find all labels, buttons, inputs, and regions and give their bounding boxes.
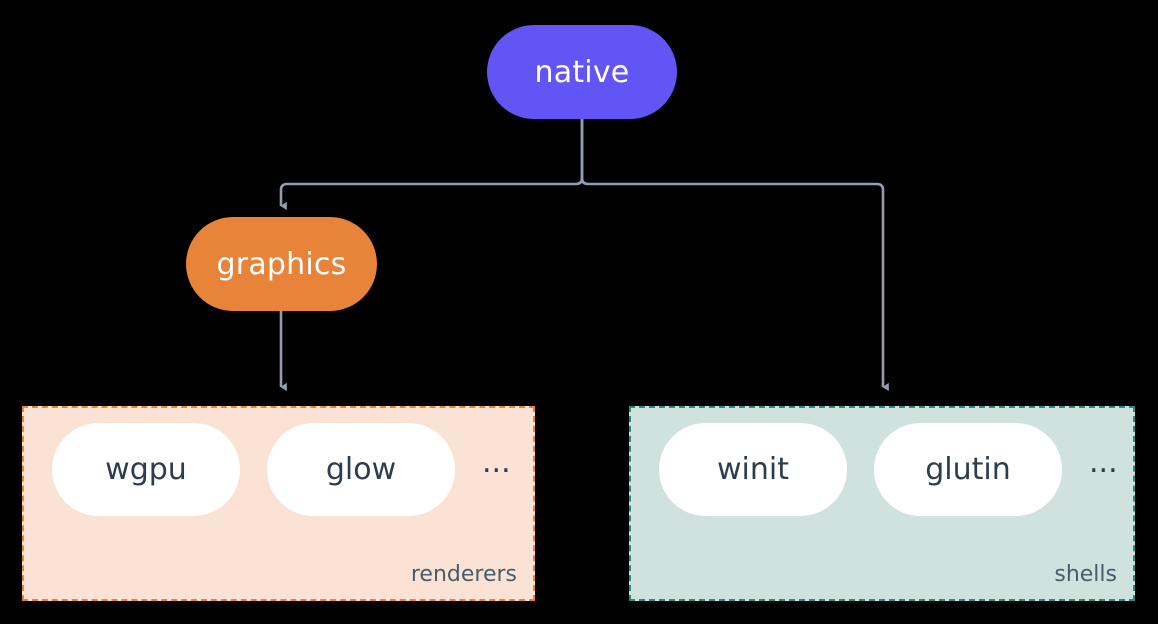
group-shells-caption: shells	[1054, 562, 1117, 587]
group-shells: winit glutin ... shells	[629, 406, 1135, 601]
shells-overflow-ellipsis: ...	[1089, 445, 1118, 480]
leaf-pill-wgpu[interactable]: wgpu	[52, 422, 240, 516]
edge-native-to-graphics	[279, 119, 584, 211]
node-graphics-label: graphics	[216, 246, 347, 282]
group-renderers-items: wgpu glow ...	[24, 408, 533, 530]
leaf-pill-glutin[interactable]: glutin	[874, 422, 1062, 516]
leaf-pill-glutin-label: glutin	[925, 451, 1011, 487]
node-native[interactable]: native	[487, 25, 677, 119]
edge-native-to-shells	[580, 119, 889, 392]
leaf-pill-wgpu-label: wgpu	[105, 451, 187, 487]
group-renderers-caption: renderers	[410, 562, 517, 587]
leaf-pill-winit[interactable]: winit	[659, 422, 847, 516]
leaf-pill-glow[interactable]: glow	[267, 422, 455, 516]
node-graphics[interactable]: graphics	[186, 217, 377, 311]
group-renderers: wgpu glow ... renderers	[22, 406, 535, 601]
node-native-label: native	[534, 54, 630, 90]
renderers-overflow-ellipsis: ...	[482, 445, 511, 480]
leaf-pill-glow-label: glow	[325, 451, 397, 487]
leaf-pill-winit-label: winit	[717, 451, 789, 487]
group-shells-items: winit glutin ...	[631, 408, 1133, 530]
